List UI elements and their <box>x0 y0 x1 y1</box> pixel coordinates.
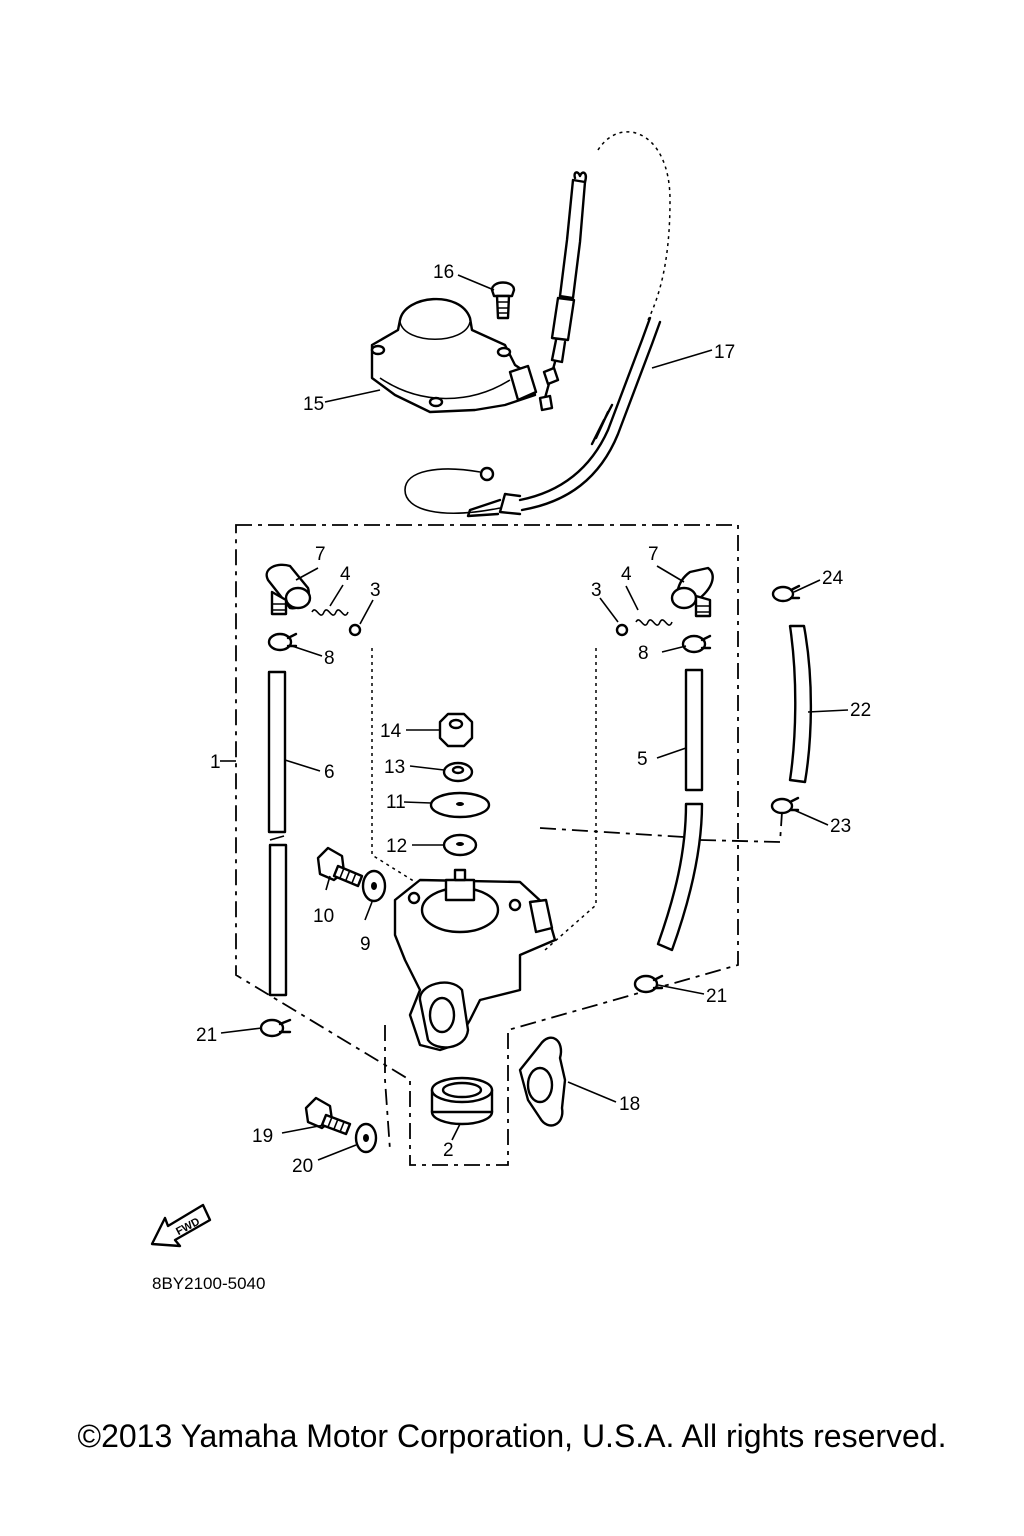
spring-right <box>635 619 673 626</box>
callout-7-left: 7 <box>315 544 326 565</box>
callout-3-left: 3 <box>370 580 381 601</box>
nut-14 <box>438 712 474 748</box>
callout-6: 6 <box>324 762 335 783</box>
hose-22 <box>788 624 813 784</box>
washer-20 <box>354 1122 378 1154</box>
callout-23: 23 <box>830 816 851 837</box>
spring-left <box>311 609 349 616</box>
callout-12: 12 <box>386 836 407 857</box>
clamp-21-left <box>259 1018 292 1038</box>
diagram-code: 8BY2100-5040 <box>152 1274 266 1293</box>
clamp-8-left <box>267 632 298 652</box>
callout-11: 11 <box>386 792 406 813</box>
callout-3-right: 3 <box>591 580 602 601</box>
callout-9: 9 <box>360 934 371 955</box>
washer-13 <box>442 761 474 783</box>
clamp-21-right <box>633 974 664 994</box>
callout-17: 17 <box>714 342 735 363</box>
callout-24: 24 <box>822 568 844 589</box>
pump-body <box>393 868 557 1052</box>
elbow-fitting-right <box>670 566 714 618</box>
callout-7-right: 7 <box>648 544 659 565</box>
ball-right <box>615 623 629 637</box>
fwd-arrow-icon: FWD <box>150 1203 212 1248</box>
callout-2: 2 <box>443 1140 454 1161</box>
callout-5: 5 <box>637 749 648 770</box>
callout-8-right: 8 <box>638 643 649 664</box>
elbow-fitting-left <box>265 563 312 616</box>
clamp-24 <box>771 584 801 603</box>
callout-8-left: 8 <box>324 648 335 669</box>
callout-1: 1 <box>210 752 221 773</box>
callout-22: 22 <box>850 700 871 721</box>
assembly-outline <box>235 524 783 1166</box>
seal-2 <box>430 1076 494 1126</box>
bolt-10 <box>316 846 364 888</box>
screw-16 <box>490 281 516 320</box>
callout-4-right: 4 <box>621 564 632 585</box>
callout-21-right: 21 <box>706 986 727 1007</box>
clamp-8-right <box>681 634 712 654</box>
copyright-notice: ©2013 Yamaha Motor Corporation, U.S.A. A… <box>77 1418 947 1454</box>
throttle-cable <box>404 131 671 518</box>
callout-19: 19 <box>252 1126 273 1147</box>
washer-9 <box>361 869 387 903</box>
callout-14: 14 <box>380 721 402 742</box>
bolt-19 <box>304 1096 352 1136</box>
gasket-18 <box>518 1036 567 1127</box>
cap-cover <box>370 297 538 414</box>
washer-11 <box>429 791 491 819</box>
callout-18: 18 <box>619 1094 640 1115</box>
ball-left <box>348 623 362 637</box>
callout-10: 10 <box>313 906 334 927</box>
leader-lines <box>220 274 849 1161</box>
callout-21-left: 21 <box>196 1025 217 1046</box>
washer-12 <box>442 833 478 857</box>
hose-6 <box>267 670 288 997</box>
callout-20: 20 <box>292 1156 313 1177</box>
callout-16: 16 <box>433 262 454 283</box>
hose-5 <box>656 668 704 952</box>
callout-4-left: 4 <box>340 564 351 585</box>
callout-13: 13 <box>384 757 405 778</box>
clamp-23 <box>770 796 800 815</box>
callouts: 16 15 17 7 4 3 7 4 3 24 8 8 22 14 1 6 13… <box>196 262 871 1177</box>
callout-15: 15 <box>303 394 324 415</box>
